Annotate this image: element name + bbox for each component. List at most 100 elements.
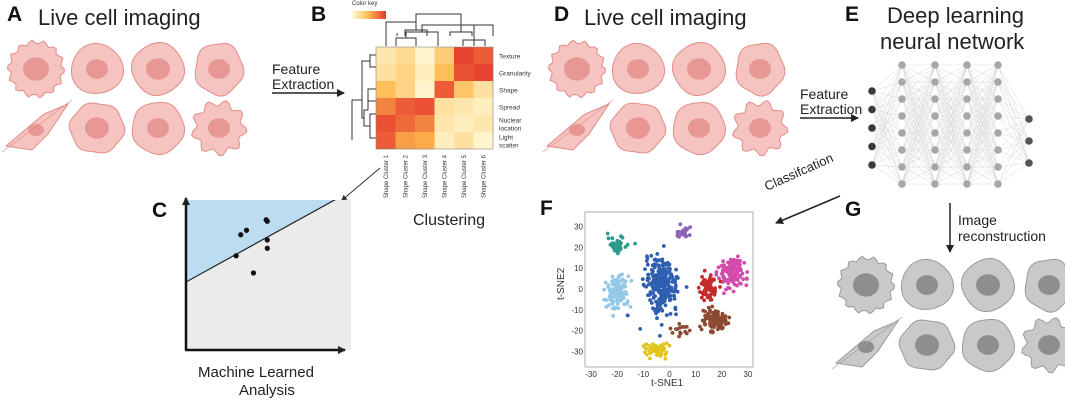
tsne-point [655, 259, 659, 263]
tsne-point [721, 314, 726, 319]
tsne-point [661, 345, 665, 350]
tsne-point [726, 279, 730, 283]
cell-round [735, 42, 786, 97]
nn-node [994, 146, 1002, 154]
tsne-point [657, 288, 662, 293]
tsne-point [641, 344, 646, 348]
nn-node [898, 163, 906, 171]
tsne-point [663, 303, 668, 308]
tsne-point [745, 277, 749, 281]
tsne-point [615, 238, 620, 243]
heatmap-col-label: Shape Cluster 1 [384, 154, 390, 198]
heatmap-cell [395, 98, 416, 116]
tsne-point [668, 312, 673, 316]
tsne-point [619, 287, 624, 292]
heatmap-cell [473, 81, 494, 99]
clustering-caption: Clustering [413, 212, 486, 229]
tsne-point [726, 321, 731, 326]
tsne-y-label: t-SNE2 [556, 267, 567, 300]
heatmap-cell [434, 81, 455, 99]
tsne-point [623, 284, 628, 289]
tsne-point [621, 277, 625, 282]
tsne-point [644, 259, 649, 263]
tsne-point [698, 324, 702, 329]
tsne-point [727, 286, 732, 291]
tsne-point [733, 271, 738, 276]
tsne-point [607, 294, 612, 299]
heatmap-cell [415, 64, 435, 82]
tsne-point [618, 247, 622, 252]
nn-node [898, 180, 906, 188]
tsne-point [622, 302, 627, 307]
nn-node [898, 61, 906, 69]
neural-network [868, 61, 1033, 188]
tsne-point [678, 222, 683, 227]
tsne-point [615, 301, 620, 306]
heatmap-cell [415, 115, 435, 133]
heatmap-row-label: Light [499, 135, 513, 142]
tsne-point [668, 267, 672, 271]
heatmap-cell [415, 132, 435, 150]
tsne-point [664, 287, 668, 292]
heatmap-cell [434, 115, 455, 133]
tsne-point [643, 350, 647, 355]
heatmap-col-label: Shape Cluster 6 [481, 154, 487, 198]
nn-node [994, 180, 1002, 188]
tsne-point [737, 281, 742, 286]
tsne-point [657, 263, 661, 268]
cell-spindle [542, 99, 614, 153]
nn-node [868, 105, 876, 114]
tsne-point [611, 289, 616, 294]
tsne-point [641, 282, 646, 287]
tsne-point [672, 294, 677, 298]
cell-round [68, 102, 126, 154]
tsne-point [655, 348, 660, 352]
tsne-point [610, 236, 615, 241]
tsne-point [662, 267, 666, 271]
tsne-point [735, 267, 739, 272]
tsne-y-tick: 30 [574, 222, 583, 231]
tsne-point [664, 313, 669, 317]
heatmap-cell [454, 47, 474, 65]
tsne-point [647, 276, 651, 281]
tsne-point [738, 259, 742, 263]
ml-point [233, 253, 239, 259]
tsne-point [610, 274, 615, 279]
tsne-point [703, 290, 708, 294]
tsne-point [616, 274, 621, 279]
heatmap-cell [454, 64, 474, 82]
tsne-point [662, 291, 667, 295]
tsne-point [701, 308, 706, 313]
cell-spindle [1, 99, 73, 153]
tsne-point [658, 334, 662, 338]
tsne-point [619, 284, 624, 289]
heatmap-cell [473, 47, 494, 65]
tsne-point [661, 342, 666, 347]
tsne-point [638, 327, 643, 331]
tsne-point [668, 326, 673, 331]
tsne-point [640, 277, 645, 281]
tsne-point [700, 318, 705, 323]
ml-point [264, 218, 270, 224]
tsne-point [674, 312, 678, 317]
tsne-x-tick: -10 [638, 370, 650, 379]
tsne-point [684, 234, 689, 239]
heatmap-cell [376, 115, 396, 133]
nn-node [931, 180, 939, 188]
tsne-y-tick: 0 [579, 285, 584, 294]
heatmap-cell [376, 132, 396, 150]
heatmap-row-label: location [499, 126, 522, 133]
tsne-x-label: t-SNE1 [651, 378, 684, 389]
deep-learning-title-line1: Deep learning [887, 3, 1024, 28]
tsne-point [650, 271, 655, 276]
tsne-point [649, 253, 654, 258]
tsne-point [683, 325, 687, 329]
feature-extraction-label-1a: Feature [272, 61, 321, 77]
tsne-point [649, 349, 654, 354]
tsne-point [673, 278, 677, 283]
nn-node [868, 124, 876, 132]
ml-caption-line1: Machine Learned [198, 364, 314, 381]
ml-points [233, 217, 270, 276]
nn-node [963, 95, 971, 103]
heatmap-cell [434, 132, 455, 150]
